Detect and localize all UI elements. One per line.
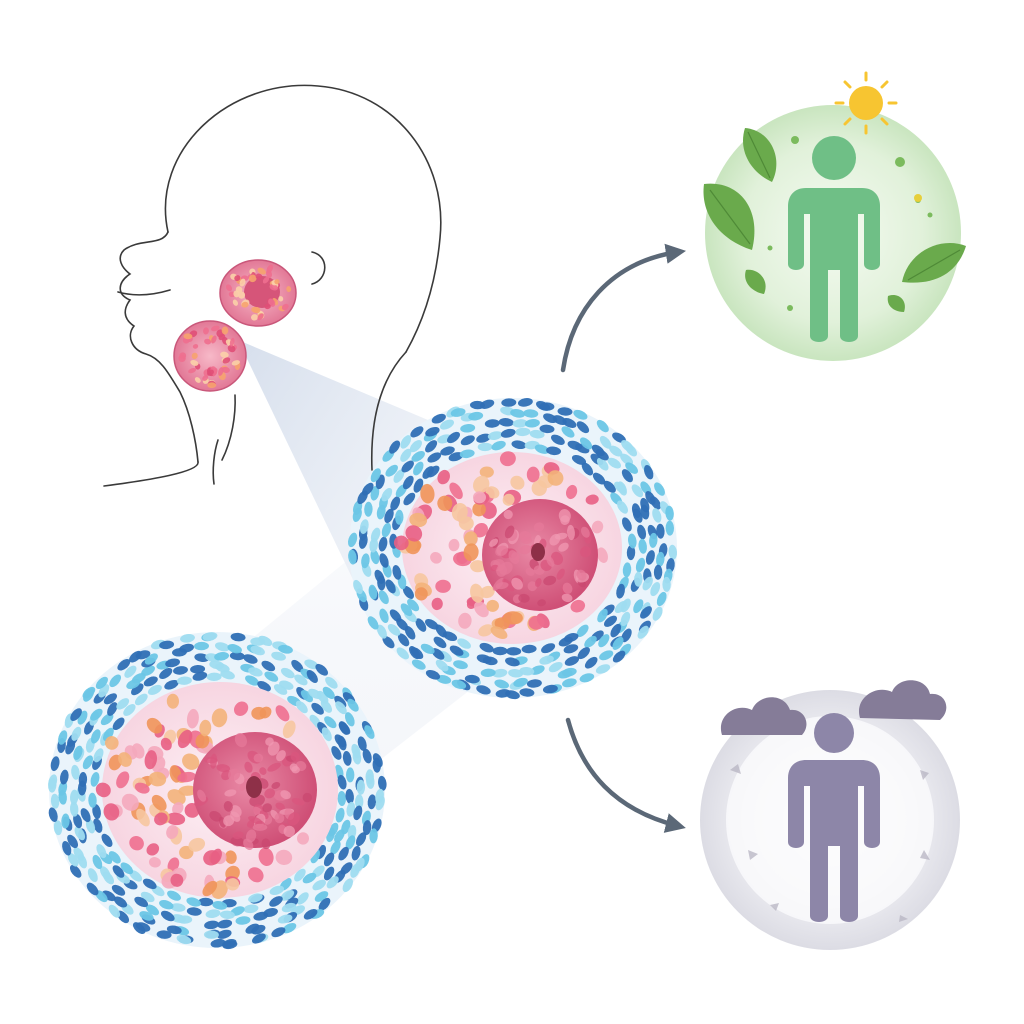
- healthy-person-icon: [788, 136, 880, 342]
- leaf-icon: [703, 128, 966, 312]
- cloud-icon: [720, 680, 947, 735]
- leaf-vein: [709, 131, 961, 281]
- head-silhouette-icon: [103, 84, 442, 487]
- arrow-to-healthy: [560, 243, 687, 373]
- cell-large: [48, 632, 387, 950]
- arrow-to-unwell: [565, 717, 686, 833]
- sun-icon: [834, 71, 898, 135]
- cell-magnified: [347, 398, 678, 700]
- outcome-healthy: [703, 71, 966, 361]
- outcome-unwell: [700, 680, 960, 950]
- lymph-node-icon: [173, 259, 297, 392]
- unwell-person-icon: [788, 713, 880, 922]
- zoom-cone-to-large-cell: [250, 550, 470, 760]
